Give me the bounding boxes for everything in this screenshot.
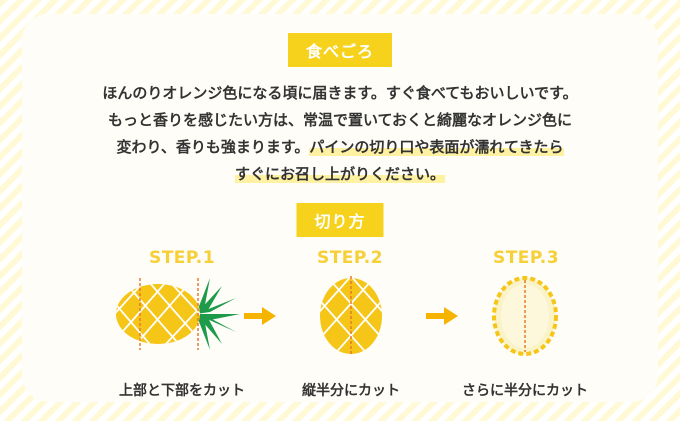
- pineapple-quartered-icon: [492, 276, 558, 356]
- arrow-right-icon: [244, 307, 276, 325]
- pineapple-halved-icon: [320, 276, 382, 356]
- desc-line-2: もっと香りを感じたい方は、常温で置いておくと綺麗なオレンジ色に: [107, 111, 573, 129]
- desc-line-4: すぐにお召し上がりください。: [42, 161, 638, 188]
- step-3-caption: さらに半分にカット: [462, 383, 588, 399]
- step-1-label: STEP.1: [148, 248, 216, 268]
- section-title-tabegoro: 食べごろ: [287, 33, 393, 67]
- pineapple-whole-icon: [116, 278, 240, 350]
- section-title-kirikata: 切り方: [296, 203, 384, 237]
- arrow-right-icon-2: [426, 307, 458, 325]
- desc-line-3: 変わり、香りも強まります。パインの切り口や表面が濡れてきたら: [42, 134, 638, 161]
- desc-line-3a: 変わり、香りも強まります。: [116, 138, 310, 156]
- info-card: 食べごろ ほんのりオレンジ色になる頃に届きます。すぐ食べてもおいしいです。 もっ…: [22, 14, 658, 402]
- step-2-label: STEP.2: [316, 248, 384, 268]
- step-1-caption: 上部と下部をカット: [119, 383, 245, 399]
- step-3-label: STEP.3: [492, 248, 560, 268]
- desc-line-1: ほんのりオレンジ色になる頃に届きます。すぐ食べてもおいしいです。: [102, 84, 578, 102]
- ripeness-description: ほんのりオレンジ色になる頃に届きます。すぐ食べてもおいしいです。 もっと香りを感…: [42, 80, 638, 188]
- desc-line-3b-highlight: パインの切り口や表面が濡れてきたら: [309, 138, 564, 156]
- desc-line-4-highlight: すぐにお召し上がりください。: [234, 165, 445, 183]
- step-2-caption: 縦半分にカット: [302, 383, 400, 399]
